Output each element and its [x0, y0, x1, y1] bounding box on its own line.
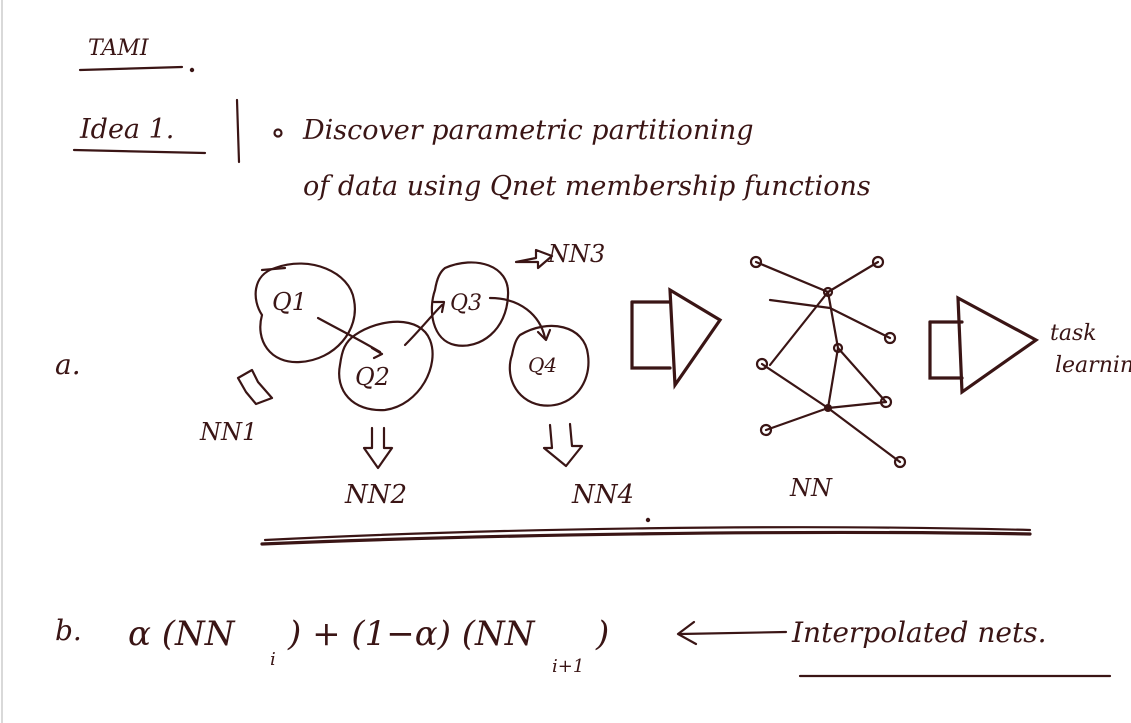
region-q1-label: Q1 — [272, 288, 307, 316]
idea-line-2: of data using Qnet membership functions — [303, 171, 871, 202]
nn-edge — [768, 290, 830, 367]
arrow-q2-q3 — [403, 303, 444, 347]
formula-part-2: ) + (1−α) (NN — [287, 614, 536, 654]
region-q4-label: Q4 — [528, 353, 557, 377]
formula-subscript-i: i — [270, 649, 276, 670]
bullet-dot — [273, 128, 283, 138]
nn1-hollow-arrow — [236, 368, 274, 406]
nn-edge — [826, 346, 840, 410]
formula-part-1: α (NN — [128, 614, 236, 654]
nn-node — [755, 357, 769, 371]
nn-node — [749, 255, 763, 269]
arrow-q1-q2 — [316, 316, 382, 354]
idea-separator — [235, 98, 241, 164]
title-dot — [189, 67, 195, 73]
arrow-q1-q2-head — [370, 346, 384, 360]
nn4-label: NN4 — [571, 480, 634, 510]
arrow-q3-q4-head — [536, 328, 552, 342]
formula-subscript-i1: i+1 — [552, 656, 584, 677]
region-q3-label: Q3 — [450, 291, 482, 316]
nn2-label: NN2 — [344, 480, 407, 510]
left-arrow-head — [676, 620, 698, 646]
nn-edge — [826, 290, 888, 404]
nn-edge — [754, 260, 880, 294]
nn-node — [871, 255, 885, 269]
idea-label: Idea 1. — [79, 114, 174, 145]
nn3-hollow-arrow — [514, 248, 554, 270]
nn1-label: NN1 — [199, 418, 257, 446]
nn-edge — [760, 362, 888, 410]
neural-network-sketch — [749, 255, 907, 469]
region-q1-blob — [254, 262, 356, 364]
task-text-2: learning — [1055, 353, 1131, 378]
region-q2-blob — [338, 320, 434, 412]
nn-edge — [764, 406, 902, 464]
title-underline — [78, 65, 184, 72]
idea-underline — [72, 148, 207, 155]
section-divider — [260, 530, 1032, 546]
task-text-1: task — [1050, 321, 1097, 346]
formula-part-3: ) — [595, 614, 609, 654]
arrow-q2-q3-head — [432, 300, 446, 314]
nn-node — [883, 331, 897, 345]
section-b-label: b. — [55, 614, 82, 647]
nn4-hollow-arrow — [542, 422, 584, 468]
nn4-dot — [645, 517, 651, 523]
big-arrow-2-head — [956, 295, 1040, 395]
big-arrow-1-tail — [630, 300, 672, 370]
nn-node — [759, 423, 773, 437]
section-a-label: a. — [55, 348, 81, 381]
region-q4-blob — [508, 324, 590, 407]
note-title: TAMI — [88, 36, 150, 61]
arrow-q3-q4 — [488, 296, 547, 340]
nn-node — [893, 455, 907, 469]
big-arrow-1-head — [668, 287, 723, 390]
nn3-label: NN3 — [547, 240, 605, 268]
region-q3-blob — [430, 261, 510, 347]
idea-line-1: Discover parametric partitioning — [302, 115, 754, 146]
annotation-text: Interpolated nets. — [791, 616, 1047, 649]
nn2-hollow-arrow — [362, 426, 394, 470]
big-arrow-2-tail — [928, 320, 964, 380]
nn-label: NN — [789, 474, 833, 502]
left-arrow-line — [678, 630, 788, 636]
section-divider-2 — [263, 526, 1032, 542]
region-q1-mark — [260, 266, 287, 272]
region-q2-label: Q2 — [355, 363, 390, 391]
